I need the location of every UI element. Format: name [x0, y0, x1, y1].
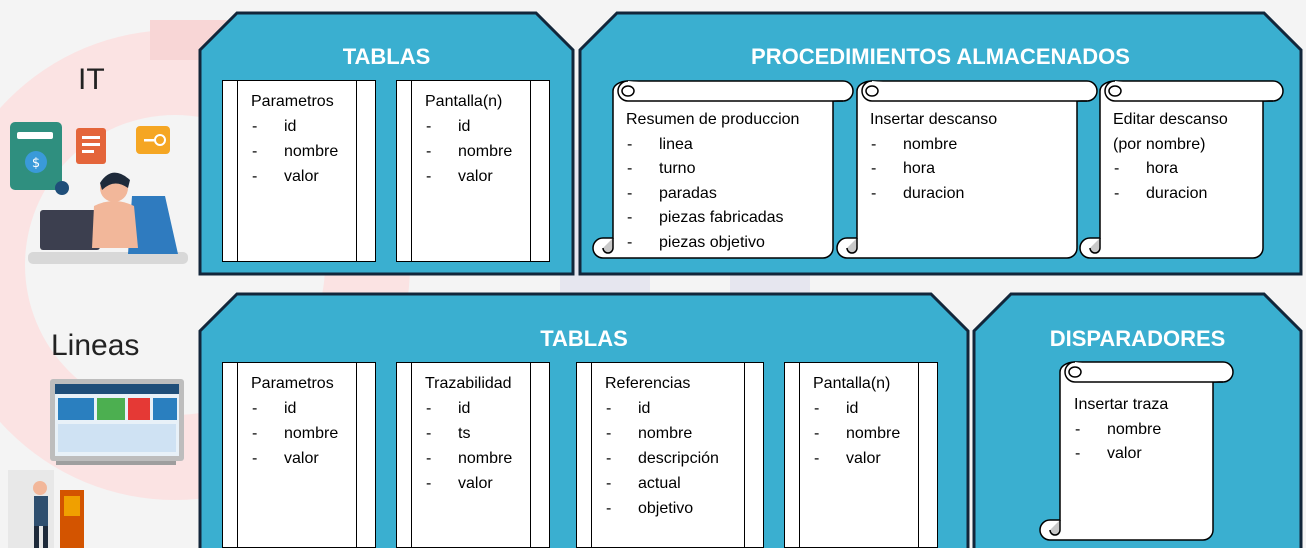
table-divider [356, 363, 357, 547]
table-field: id [425, 114, 529, 139]
table-box-parametros: Parametros id nombre valor [222, 80, 376, 262]
table-divider [530, 363, 531, 547]
table-field: id [251, 396, 355, 421]
table-field: ts [425, 421, 529, 446]
table-name: Parametros [251, 93, 334, 110]
procedure-editar-descanso: Editar descanso (por nombre) hora duraci… [1113, 108, 1228, 206]
lineas-tablas-title: TABLAS [540, 326, 628, 351]
table-field: actual [605, 471, 743, 496]
table-divider [591, 363, 592, 547]
procedure-param: duracion [1113, 182, 1228, 207]
table-box-parametros: Parametros id nombre valor [222, 362, 376, 548]
lineas-disparadores-title: DISPARADORES [1049, 326, 1226, 351]
procedure-name: Resumen de produccion [626, 111, 800, 128]
it-illustration: $ [10, 122, 188, 264]
table-field: valor [425, 471, 529, 496]
table-field: nombre [251, 421, 355, 446]
table-divider [799, 363, 800, 547]
table-field: id [251, 114, 355, 139]
table-divider [356, 81, 357, 261]
table-field: nombre [425, 139, 529, 164]
svg-text:$: $ [32, 156, 40, 171]
procedure-param: paradas [626, 182, 799, 207]
table-field: valor [251, 446, 355, 471]
table-divider [530, 81, 531, 261]
procedure-param: linea [626, 133, 799, 158]
table-field: id [605, 396, 743, 421]
lineas-illustration [8, 379, 184, 548]
table-name: Pantalla(n) [813, 375, 891, 392]
table-name: Trazabilidad [425, 375, 512, 392]
it-section-label: IT [78, 63, 105, 96]
table-name: Pantalla(n) [425, 93, 503, 110]
table-field: nombre [813, 421, 917, 446]
table-field: objetivo [605, 496, 743, 521]
trigger-name: Insertar traza [1074, 396, 1169, 413]
table-divider [411, 363, 412, 547]
procedure-name-line2: (por nombre) [1113, 135, 1206, 153]
procedure-param: piezas objetivo [626, 231, 799, 256]
procedure-name: Editar descanso [1113, 111, 1228, 128]
procedure-param: hora [870, 157, 997, 182]
table-box-pantalla: Pantalla(n) id nombre valor [784, 362, 938, 548]
procedure-param: hora [1113, 157, 1228, 182]
procedure-resumen-de-produccion: Resumen de produccion linea turno parada… [626, 108, 799, 255]
procedure-name: Insertar descanso [870, 111, 998, 128]
lineas-section-label: Lineas [51, 329, 140, 362]
trigger-param: valor [1074, 442, 1168, 467]
table-box-referencias: Referencias id nombre descripción actual… [576, 362, 764, 548]
table-field: nombre [605, 421, 743, 446]
it-tablas-title: TABLAS [342, 44, 431, 69]
procedure-param: turno [626, 157, 799, 182]
procedure-param: duracion [870, 182, 997, 207]
trigger-param: nombre [1074, 418, 1168, 443]
procedure-insertar-descanso: Insertar descanso nombre hora duracion [870, 108, 997, 206]
table-divider [918, 363, 919, 547]
table-field: valor [251, 164, 355, 189]
table-field: id [813, 396, 917, 421]
table-name: Parametros [251, 375, 334, 392]
table-field: nombre [425, 446, 529, 471]
table-box-trazabilidad: Trazabilidad id ts nombre valor [396, 362, 550, 548]
it-procedimientos-title: PROCEDIMIENTOS ALMACENADOS [751, 44, 1130, 69]
table-field: valor [813, 446, 917, 471]
trigger-insertar-traza: Insertar traza nombre valor [1074, 393, 1168, 467]
table-divider [411, 81, 412, 261]
table-field: valor [425, 164, 529, 189]
procedure-param: nombre [870, 133, 997, 158]
table-divider [237, 363, 238, 547]
table-box-pantalla: Pantalla(n) id nombre valor [396, 80, 550, 262]
procedure-param: piezas fabricadas [626, 206, 799, 231]
table-field: descripción [605, 446, 743, 471]
table-divider [744, 363, 745, 547]
table-name: Referencias [605, 375, 691, 392]
table-field: nombre [251, 139, 355, 164]
table-divider [237, 81, 238, 261]
table-field: id [425, 396, 529, 421]
